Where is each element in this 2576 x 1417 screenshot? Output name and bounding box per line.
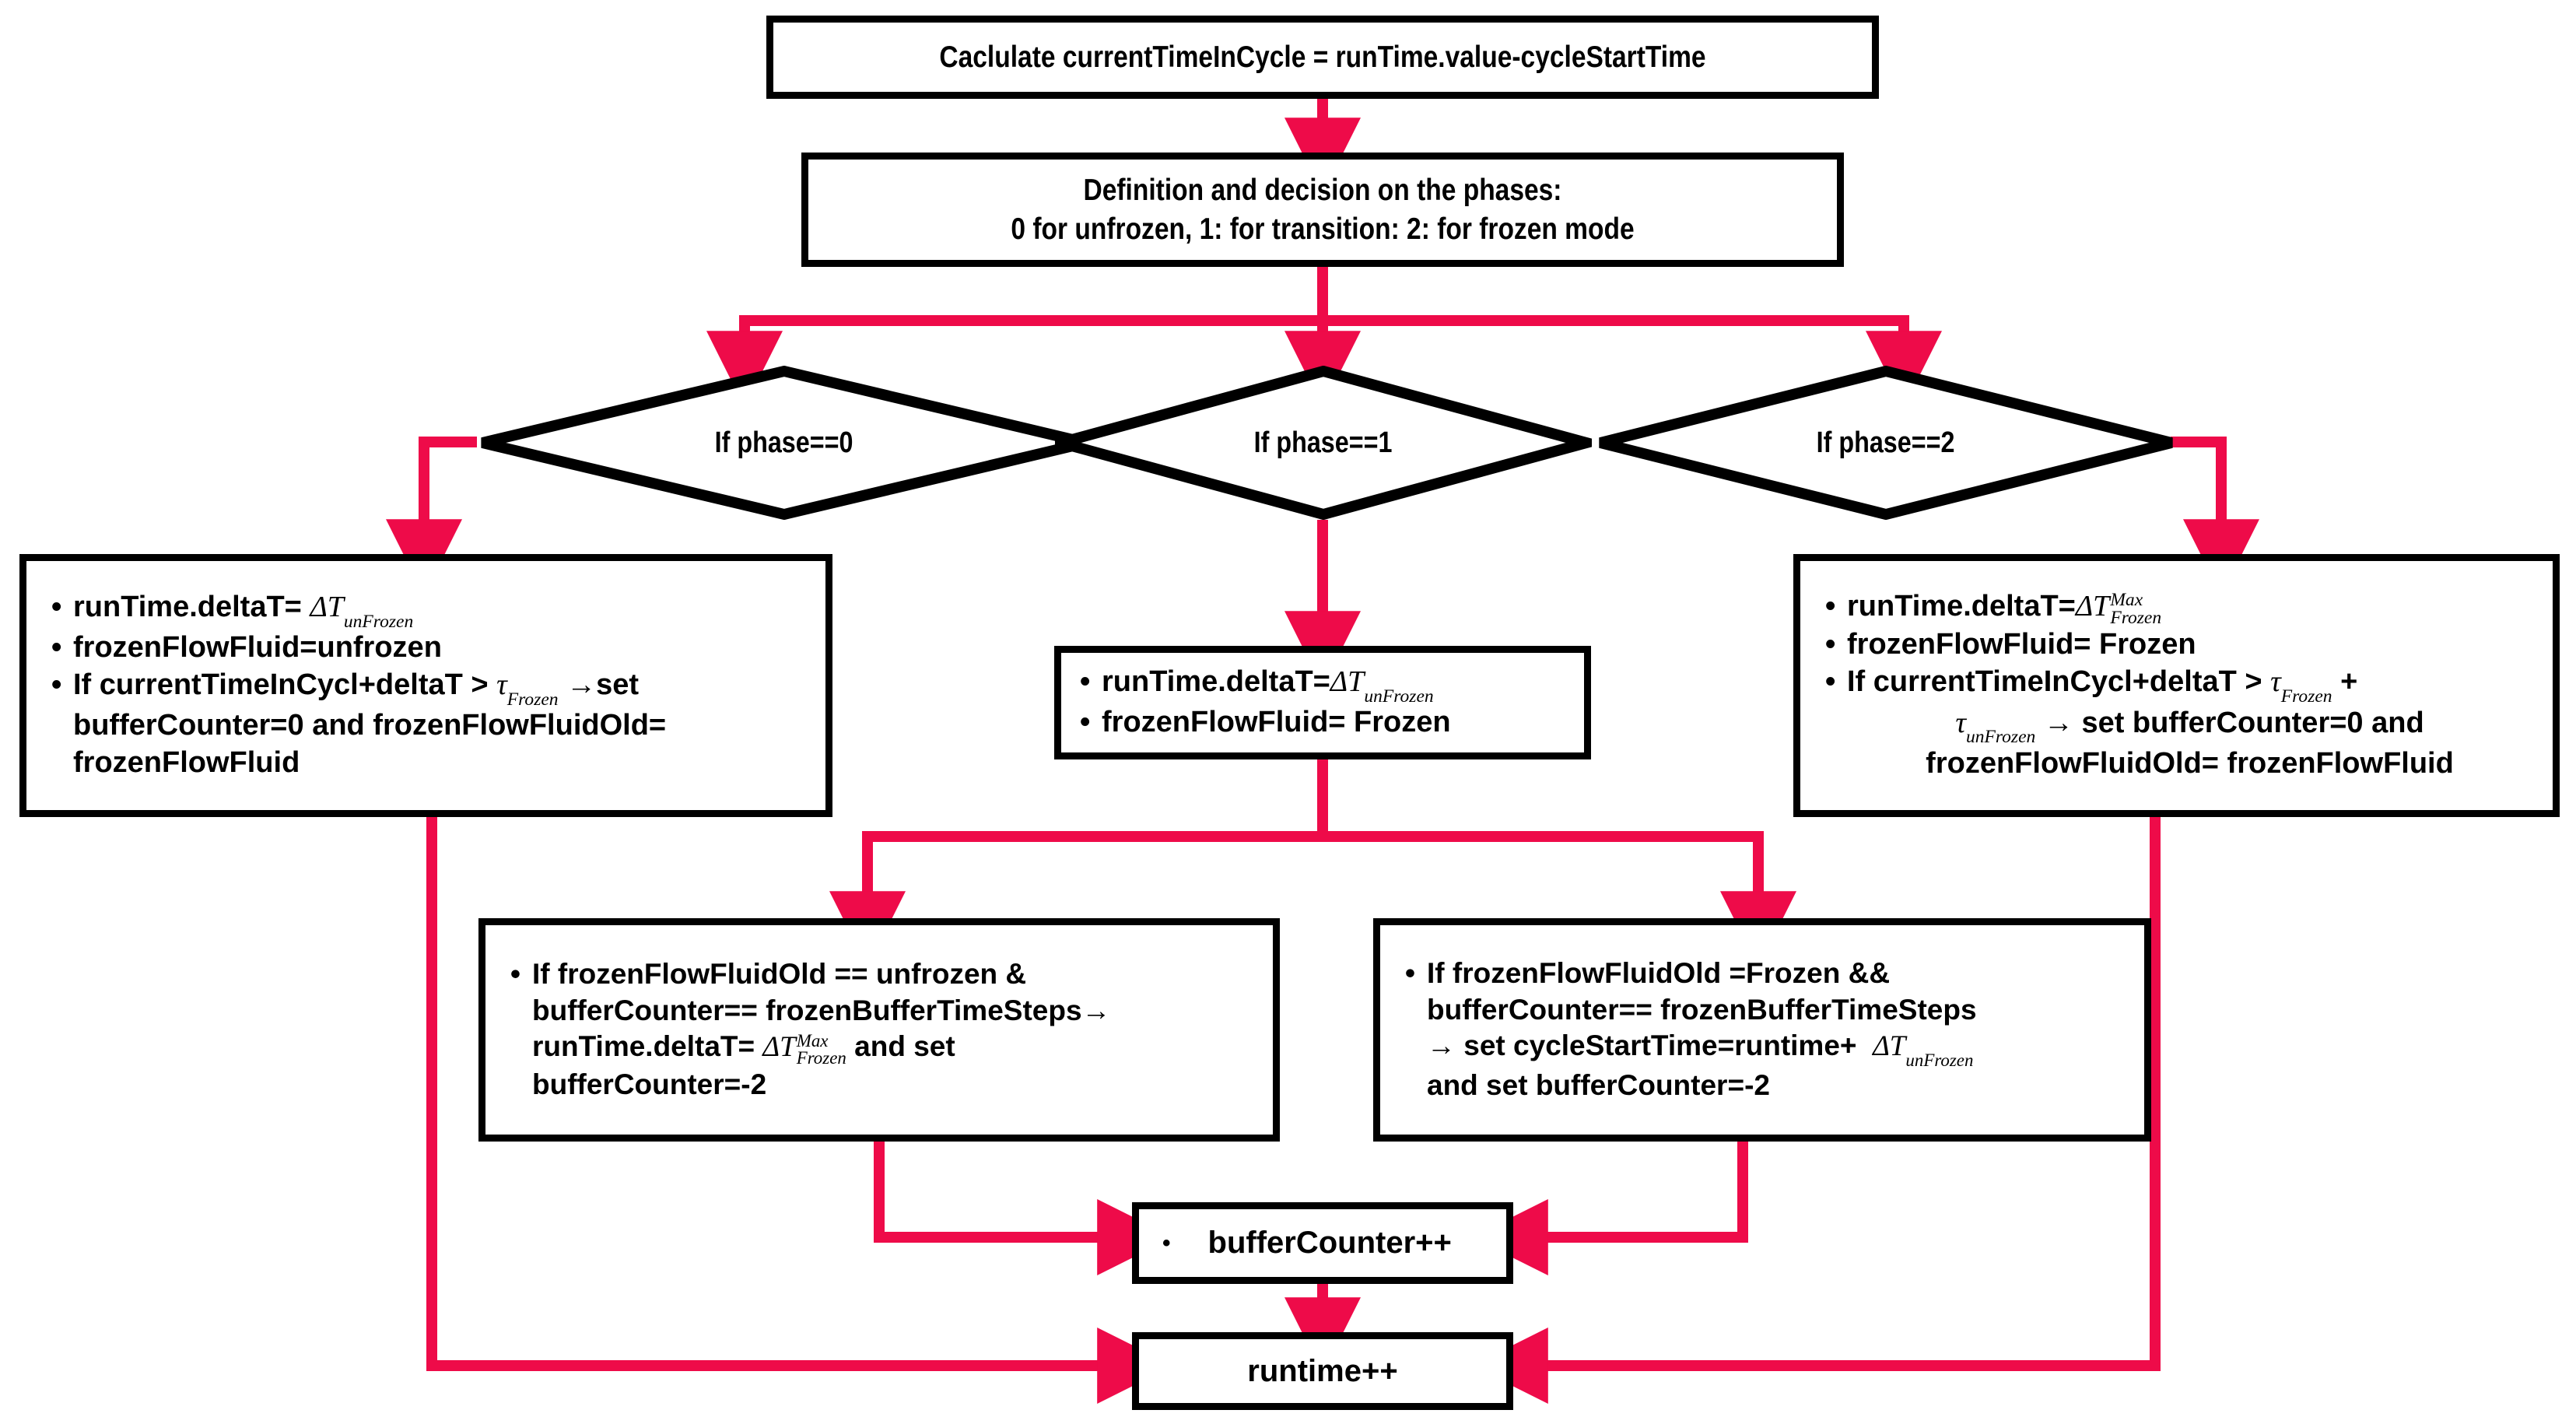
bcu-line-1: If frozenFlowFluidOld == unfrozen & [532, 958, 1027, 991]
node-decision-phase-2[interactable]: If phase==2 [1595, 366, 2177, 520]
frozen-b3-tail: + [2332, 665, 2358, 699]
frozen-b1-math: ΔT [2075, 590, 2110, 623]
bullet-item: • If frozenFlowFluidOld == unfrozen & buf… [506, 956, 1253, 1103]
unfrozen-b3-tail: →set [558, 668, 640, 702]
edge-definition-to-phase2 [1323, 315, 1942, 408]
bullet-dot: • [1825, 628, 1836, 661]
bullet-dot: • [1405, 956, 1415, 989]
frozen-b1-sub: Frozen [2110, 607, 2162, 628]
buffer-counter-bullet: • [1162, 1229, 1171, 1256]
frozen-b1-sup: Max [2110, 590, 2143, 611]
bcf-math-base: ΔT [1873, 1030, 1906, 1063]
bcu-line-4: bufferCounter=-2 [532, 1068, 767, 1101]
bullet-item: • frozenFlowFluid= Frozen [1075, 704, 1570, 742]
node-buffer-counter-increment[interactable]: • bufferCounter++ [1132, 1202, 1513, 1284]
node-runtime-increment[interactable]: runtime++ [1132, 1332, 1513, 1410]
bcu-math-sub: Frozen [796, 1047, 846, 1068]
bullet-dot: • [1080, 706, 1091, 739]
frozen-b3-lead: If currentTimeInCycl+deltaT > [1847, 665, 2271, 699]
node-decision-phase-1-label: If phase==1 [1254, 426, 1393, 459]
bullet-dot: • [51, 631, 62, 665]
edge-buffer-frozen-to-counter [1471, 1142, 1748, 1275]
edge-buffer-unfrozen-to-counter [874, 1142, 1174, 1275]
bullet-dot: • [1080, 665, 1091, 698]
node-buffer-counter-label: bufferCounter++ [1207, 1226, 1452, 1261]
unfrozen-b3-cont-1: bufferCounter=0 and frozenFlowFluidOld= [73, 709, 667, 742]
node-decision-phase-0[interactable]: If phase==0 [477, 366, 1092, 520]
bcf-line-2: bufferCounter== frozenBufferTimeSteps [1427, 993, 1977, 1026]
unfrozen-b3-cont-2: frozenFlowFluid [73, 746, 300, 780]
node-calculate[interactable]: Caclulate currentTimeInCycle = runTime.v… [766, 16, 1879, 99]
unfrozen-b3-lead: If currentTimeInCycl+deltaT > [73, 668, 497, 702]
bullet-item: • runTime.deltaT=ΔTunFrozen [1075, 664, 1570, 707]
transition-b1-math: ΔT [1330, 665, 1365, 698]
unfrozen-b1-lead: runTime.deltaT= [73, 590, 310, 623]
frozen-b3-sub: Frozen [2280, 686, 2332, 707]
bullet-item: • If frozenFlowFluidOld =Frozen && buffer… [1400, 956, 2124, 1104]
edge-transition-to-buffer-unfrozen [829, 759, 1328, 968]
node-decision-phase-2-label: If phase==2 [1817, 426, 1955, 459]
node-decision-phase-1[interactable]: If phase==1 [1055, 366, 1592, 520]
bcf-math-sub: unFrozen [1905, 1050, 1974, 1070]
edge-phase0-to-unfrozen [386, 437, 477, 596]
bullet-item: • frozenFlowFluid= Frozen [1821, 626, 2532, 664]
node-transition-actions[interactable]: • runTime.deltaT=ΔTunFrozen • frozenFlowFl… [1054, 646, 1591, 759]
frozen-b3-cont-1: frozenFlowFluidOld= frozenFlowFluid [1926, 746, 2454, 780]
node-runtime-label: runtime++ [1247, 1353, 1398, 1388]
bullet-item: • runTime.deltaT= ΔTunFrozen [47, 589, 805, 632]
node-definition-line-1: Definition and decision on the phases: [1083, 174, 1562, 208]
frozen-b3-math: τ [2270, 665, 2281, 699]
node-decision-phase-0-label: If phase==0 [715, 426, 853, 459]
bullet-dot: • [1825, 590, 1836, 623]
transition-b1-sub: unFrozen [1364, 686, 1434, 707]
bcf-line-4: and set bufferCounter=-2 [1427, 1069, 1770, 1102]
node-unfrozen-actions[interactable]: • runTime.deltaT= ΔTunFrozen • frozenFlowF… [19, 554, 832, 817]
node-definition[interactable]: Definition and decision on the phases: 0… [801, 153, 1844, 267]
bullet-dot: • [1825, 665, 1836, 699]
transition-b1-lead: runTime.deltaT= [1102, 665, 1330, 698]
frozen-b3-cont-math: τ [1955, 706, 1966, 739]
node-buffer-check-frozen[interactable]: • If frozenFlowFluidOld =Frozen && buffer… [1373, 918, 2151, 1142]
node-calculate-label: Caclulate currentTimeInCycle = runTime.v… [939, 40, 1706, 74]
edge-definition-to-phase0 [706, 315, 1323, 408]
unfrozen-b3-sub: Frozen [506, 689, 559, 710]
frozen-b3-cont-tail: → set bufferCounter=0 and [2035, 706, 2424, 739]
edge-phase2-to-frozen [2171, 437, 2259, 596]
transition-b2-lead: frozenFlowFluid= Frozen [1102, 706, 1451, 739]
node-buffer-check-unfrozen[interactable]: • If frozenFlowFluidOld == unfrozen & buf… [478, 918, 1280, 1142]
frozen-b2-lead: frozenFlowFluid= Frozen [1847, 628, 2196, 661]
bullet-dot: • [51, 590, 62, 623]
bullet-item: • frozenFlowFluid=unfrozen [47, 630, 805, 667]
bullet-dot: • [510, 958, 520, 991]
frozen-b3-cont-sub: unFrozen [1965, 727, 2036, 748]
edge-transition-to-buffer-frozen [1323, 831, 1796, 968]
unfrozen-b1-sub: unFrozen [343, 611, 414, 632]
unfrozen-b2-lead: frozenFlowFluid=unfrozen [73, 631, 442, 665]
frozen-b1-lead: runTime.deltaT= [1847, 590, 2076, 623]
bcu-line-2: bufferCounter== frozenBufferTimeSteps→ [532, 994, 1111, 1026]
bcu-line-3-post: and set [846, 1030, 955, 1063]
bullet-item: •If currentTimeInCycl+deltaT > τFrozen +… [1821, 664, 2532, 782]
unfrozen-b3-math: τ [496, 668, 507, 702]
bcf-line-3-pre: → set cycleStartTime=runtime+ [1427, 1029, 1873, 1062]
bullet-item: • If currentTimeInCycl+deltaT > τFrozen →… [47, 667, 805, 782]
bcu-math-base: ΔT [762, 1031, 796, 1064]
node-definition-line-2: 0 for unfrozen, 1: for transition: 2: fo… [1011, 212, 1635, 246]
unfrozen-b1-math: ΔT [310, 590, 344, 623]
bcu-line-3-pre: runTime.deltaT= [532, 1030, 763, 1063]
bcf-line-1: If frozenFlowFluidOld =Frozen && [1427, 956, 1891, 989]
bullet-dot: • [51, 668, 62, 702]
